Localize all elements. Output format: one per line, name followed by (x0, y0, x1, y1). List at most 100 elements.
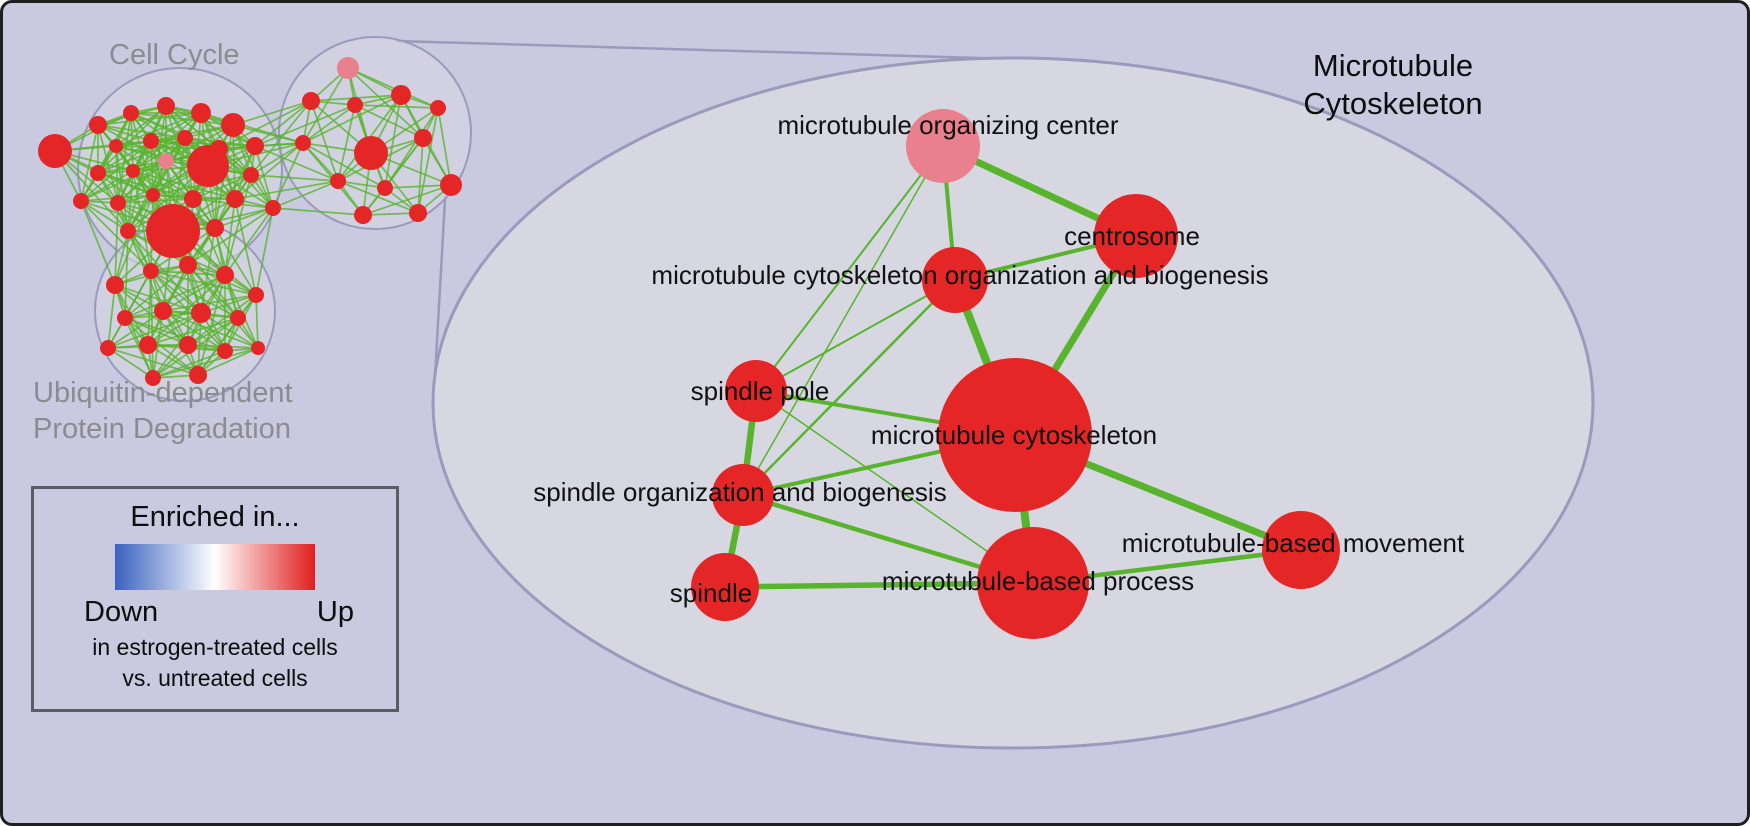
overview-node (430, 100, 446, 116)
overview-node (302, 92, 320, 110)
overview-edge (362, 184, 452, 216)
node-label-mcob: microtubule cytoskeleton organization an… (651, 260, 1268, 290)
network-canvas: microtubule organizing centercentrosomem… (38, 36, 1595, 750)
overview-edge (107, 312, 202, 349)
overview-edge (250, 142, 304, 176)
legend-subtitle-line2: vs. untreated cells (122, 665, 308, 692)
cluster-label-ubiquitin-line1: Ubiquitin-dependent (33, 377, 293, 409)
overview-node (295, 135, 311, 151)
overview-edge (115, 112, 202, 147)
overview-edge (302, 104, 356, 144)
overview-node (89, 116, 107, 134)
overview-edge (115, 145, 119, 204)
overview-node (217, 343, 233, 359)
node-mc (938, 358, 1092, 512)
node-label-moc: microtubule organizing center (777, 110, 1118, 140)
overview-edge (437, 107, 452, 186)
overview-node (158, 153, 174, 169)
node-label-spindle: spindle (670, 578, 752, 608)
legend-title: Enriched in... (130, 501, 300, 533)
overview-edge (114, 230, 129, 286)
overview-node (90, 165, 106, 181)
overview-node (106, 276, 124, 294)
overview-edge (272, 180, 339, 209)
overview-node (265, 200, 281, 216)
overview-node (243, 167, 259, 183)
cluster-label-ubiquitin: Ubiquitin-dependent Protein Degradation (33, 375, 293, 448)
overview-edge (224, 207, 274, 276)
overview-edge (254, 104, 356, 147)
node-moc (906, 109, 980, 183)
overview-edge (354, 104, 424, 139)
edge-mcob-sob (741, 278, 957, 497)
node-label-mbp: microtubule-based process (882, 566, 1194, 596)
overview-edge (150, 124, 234, 142)
node-label-mbm: microtubule-based movement (1122, 528, 1465, 558)
overview-edge (150, 270, 239, 319)
zoom-nodes-layer (691, 109, 1340, 639)
overview-node (187, 145, 229, 187)
overview-node (100, 340, 116, 356)
overview-edge (255, 294, 259, 349)
node-mbp (977, 527, 1089, 639)
overview-edge (97, 124, 152, 142)
overview-edge (234, 180, 339, 200)
node-mbm (1262, 511, 1340, 589)
overview-edge (254, 145, 274, 209)
overview-edge (255, 207, 274, 296)
overview-edge (114, 202, 119, 286)
overview-node (154, 302, 172, 320)
overview-edge (107, 310, 164, 349)
legend-gradient-bar (115, 544, 315, 590)
overview-node (354, 136, 388, 170)
zoom-connector-line (395, 39, 1049, 62)
zoom-title-line2: Cytoskeleton (1303, 85, 1483, 121)
overview-edge (162, 274, 226, 312)
overview-node (377, 180, 393, 196)
overview-edge (97, 124, 186, 139)
overview-node (216, 266, 234, 284)
overview-edge (80, 200, 116, 286)
overview-node (230, 310, 246, 326)
overview-edge (337, 104, 356, 182)
overview-node (337, 57, 359, 79)
overview-node (251, 341, 265, 355)
overview-edge (254, 100, 312, 147)
overview-node (206, 219, 224, 237)
overview-node (123, 105, 139, 121)
edge-spindle_pole-mbp (755, 390, 1034, 584)
overview-edge (147, 317, 239, 346)
overview-edge (115, 105, 167, 147)
overview-edge (250, 174, 339, 182)
overview-edge (150, 270, 154, 379)
overview-edge (272, 207, 364, 216)
overview-node (139, 336, 157, 354)
overview-node (73, 193, 89, 209)
zoom-title-microtubule-cytoskeleton: Microtubule Cytoskeleton (1253, 47, 1533, 123)
node-centrosome (1094, 194, 1178, 278)
legend-scale-labels: Down Up (34, 590, 396, 629)
overview-edge (232, 100, 312, 126)
overview-node (143, 133, 159, 149)
overview-edge (80, 140, 152, 202)
overview-edge (214, 207, 274, 229)
overview-edge (162, 294, 257, 312)
overview-node (143, 263, 159, 279)
node-spindle (691, 553, 759, 621)
overview-edge (107, 284, 116, 349)
legend-up-label: Up (316, 596, 354, 628)
overview-edge (187, 317, 239, 346)
edge-mcob-spindle_pole (755, 279, 956, 392)
overview-node (189, 366, 207, 384)
overview-node (184, 190, 202, 208)
overview-edge (147, 312, 202, 346)
overview-edge (302, 67, 349, 144)
overview-edge (214, 227, 257, 296)
overview-node (414, 129, 432, 147)
legend-down-label: Down (84, 596, 159, 628)
overview-node (157, 97, 175, 115)
overview-node (391, 85, 411, 105)
overview-edge (354, 104, 439, 109)
overview-node (126, 164, 140, 178)
